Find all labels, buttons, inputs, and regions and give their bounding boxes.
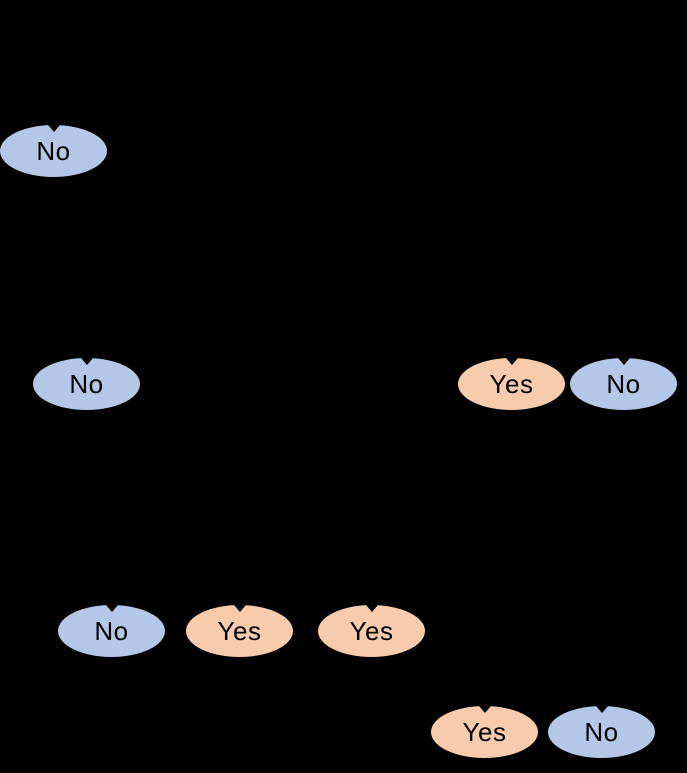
node-label: No: [606, 369, 641, 399]
node-label: Yes: [217, 616, 262, 646]
node-label: Yes: [349, 616, 394, 646]
tree-node-no-3: No: [570, 358, 677, 410]
tree-node-yes-2: Yes: [186, 605, 293, 657]
node-label: No: [36, 136, 71, 166]
tree-node-yes-4: Yes: [431, 706, 538, 758]
node-label: Yes: [489, 369, 534, 399]
tree-node-no-4: No: [58, 605, 165, 657]
node-label: No: [94, 616, 129, 646]
arrowhead-icon: [233, 605, 246, 612]
arrowhead-icon: [505, 358, 518, 365]
tree-node-no-2: No: [33, 358, 140, 410]
arrowhead-icon: [478, 706, 491, 713]
node-label: No: [69, 369, 104, 399]
tree-node-yes-1: Yes: [458, 358, 565, 410]
arrowhead-icon: [365, 605, 378, 612]
node-label: Yes: [462, 717, 507, 747]
arrowhead-icon: [617, 358, 630, 365]
tree-node-yes-3: Yes: [318, 605, 425, 657]
arrowhead-icon: [80, 358, 93, 365]
node-label: No: [584, 717, 619, 747]
tree-node-no-5: No: [548, 706, 655, 758]
arrowhead-icon: [105, 605, 118, 612]
tree-node-no-1: No: [0, 125, 107, 177]
arrowhead-icon: [47, 125, 60, 132]
arrowhead-icon: [595, 706, 608, 713]
